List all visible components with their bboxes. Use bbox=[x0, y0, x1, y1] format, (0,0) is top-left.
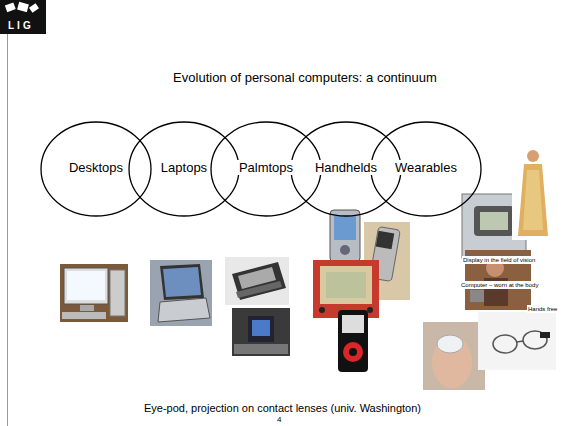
circle-label: Laptops bbox=[159, 160, 209, 175]
circle-outline bbox=[41, 122, 151, 216]
page-number: 4 bbox=[277, 415, 281, 425]
photo-note: Display in the field of vision bbox=[462, 256, 536, 264]
device-circle: Palmtops bbox=[210, 121, 322, 217]
device-circle: Desktops bbox=[40, 121, 152, 217]
circle-label: Desktops bbox=[67, 160, 125, 175]
circle-label: Palmtops bbox=[237, 160, 295, 175]
slide-title: Evolution of personal computers: a conti… bbox=[40, 70, 565, 85]
circle-outline bbox=[211, 122, 321, 216]
photo-note: Computer – worn at the body bbox=[460, 281, 539, 289]
circle-outline bbox=[291, 122, 401, 216]
circle-outline bbox=[129, 122, 239, 216]
photo-note: Hands free bbox=[527, 305, 558, 313]
device-circle: Handhelds bbox=[290, 121, 402, 217]
slide-caption: Eye-pod, projection on contact lenses (u… bbox=[0, 402, 565, 414]
logo-text: LIG bbox=[8, 20, 34, 32]
circle-outline bbox=[371, 122, 481, 216]
circle-label: Handhelds bbox=[313, 160, 379, 175]
device-circle: Wearables bbox=[370, 121, 482, 217]
circle-label: Wearables bbox=[393, 160, 459, 175]
device-circle: Laptops bbox=[128, 121, 240, 217]
